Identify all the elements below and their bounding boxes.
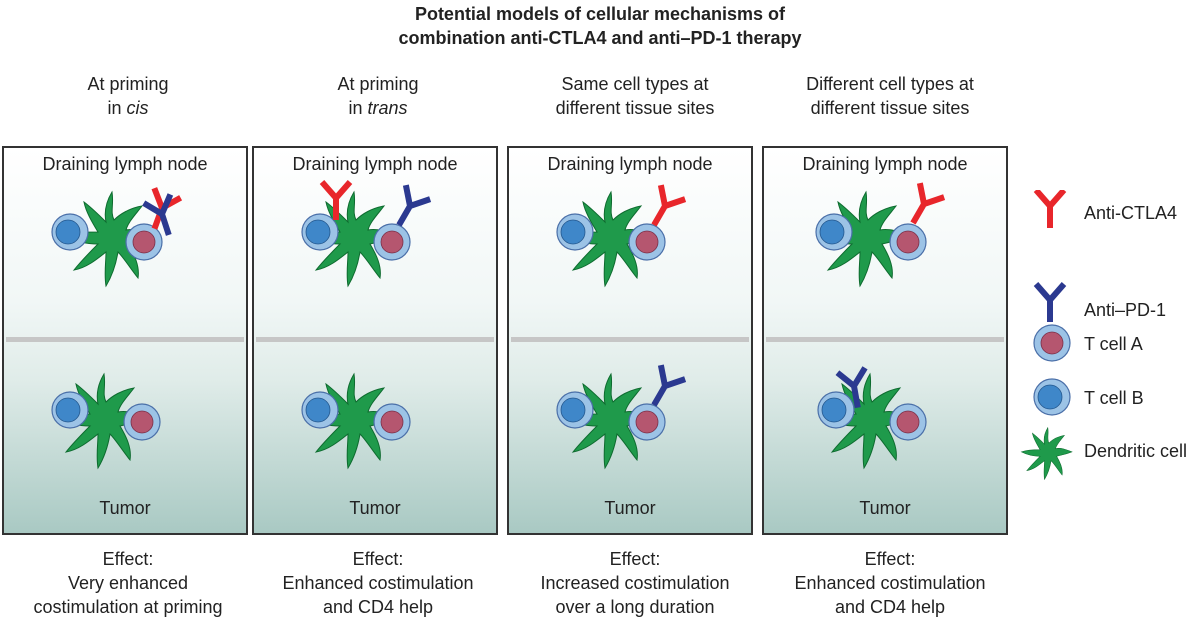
effect-4: Effect: Enhanced costimulation and CD4 h… <box>760 547 1020 619</box>
figure-title-line1: Potential models of cellular mechanisms … <box>414 4 786 24</box>
panel-2-bottom-label: Tumor <box>349 498 401 518</box>
legend-t-cell-a-icon <box>1033 324 1071 362</box>
column-heading-3: Same cell types at different tissue site… <box>505 72 765 120</box>
panel-at-priming-trans: Draining lymph node Tumor <box>252 146 498 535</box>
t-cell-a-icon <box>123 403 161 441</box>
t-cell-a-icon <box>373 223 411 261</box>
panel-1-bottom-label: Tumor <box>99 498 151 518</box>
panel-4-bottom-cells <box>817 368 927 469</box>
effect-3: Effect: Increased costimulation over a l… <box>505 547 765 619</box>
legend-t-cell-b-icon <box>1033 378 1071 416</box>
effect-1-line2: Very enhanced <box>67 573 189 593</box>
panel-3-scene <box>556 148 751 469</box>
column-heading-4-line1: Different cell types at <box>806 74 974 94</box>
panel-2-bottom-cells <box>301 373 411 469</box>
panel-at-priming-cis: Draining lymph node Tumor <box>2 146 248 535</box>
panel-2-scene <box>301 148 496 469</box>
panel-1-top-label: Draining lymph node <box>42 154 208 174</box>
t-cell-b-icon <box>817 391 855 429</box>
figure-title: Potential models of cellular mechanisms … <box>0 2 1200 50</box>
panel-2-top-cells <box>301 182 430 287</box>
anti-ctla4-antibody-icon <box>901 183 944 230</box>
t-cell-b-icon <box>556 391 594 429</box>
effect-4-line1: Effect: <box>864 549 916 569</box>
panel-3-divider <box>511 337 749 342</box>
legend-dendritic-cell-icon <box>1021 427 1073 480</box>
effect-2-line1: Effect: <box>352 549 404 569</box>
panel-1-divider <box>6 337 244 342</box>
panel-3-bottom-cells <box>556 365 685 469</box>
effect-3-line1: Effect: <box>609 549 661 569</box>
column-heading-1-line2: in cis <box>0 96 258 120</box>
t-cell-a-icon <box>889 403 927 441</box>
column-heading-2-italic: trans <box>367 98 408 118</box>
t-cell-b-icon <box>51 391 89 429</box>
column-heading-1-italic: cis <box>126 98 149 118</box>
legend-label-dendritic-cell: Dendritic cell <box>1084 441 1188 461</box>
panel-3-bottom-label: Tumor <box>604 498 656 518</box>
column-heading-3-line1: Same cell types at <box>561 74 709 94</box>
column-heading-4: Different cell types at different tissue… <box>760 72 1020 120</box>
t-cell-b-icon <box>815 213 853 251</box>
t-cell-b-icon <box>51 213 89 251</box>
effect-1-line1: Effect: <box>102 549 154 569</box>
effect-3-line2: Increased costimulation <box>540 573 730 593</box>
column-heading-2: At priming in trans <box>248 72 508 120</box>
effect-2: Effect: Enhanced costimulation and CD4 h… <box>248 547 508 619</box>
column-heading-2-prefix: in <box>348 98 368 118</box>
legend-label-anti-pd1: Anti–PD-1 <box>1084 300 1167 320</box>
panel-3-top-cells <box>556 185 685 287</box>
effect-1-line3: costimulation at priming <box>33 597 223 617</box>
panel-different-cell-types: Draining lymph node Tumor <box>762 146 1008 535</box>
panel-2-top-label: Draining lymph node <box>292 154 458 174</box>
t-cell-a-icon <box>628 223 666 261</box>
panel-4-top-label: Draining lymph node <box>802 154 968 174</box>
legend-anti-pd1-icon <box>1036 284 1064 322</box>
effect-1: Effect: Very enhanced costimulation at p… <box>0 547 258 619</box>
t-cell-b-icon <box>301 213 339 251</box>
panel-1-top-cells <box>51 188 182 287</box>
panel-4-bottom-label: Tumor <box>859 498 911 518</box>
t-cell-a-icon <box>628 403 666 441</box>
effect-3-line3: over a long duration <box>555 597 715 617</box>
panel-1-scene <box>51 148 246 469</box>
column-heading-1: At priming in cis <box>0 72 258 120</box>
panel-4-divider <box>766 337 1004 342</box>
legend-icons <box>1021 190 1073 480</box>
column-heading-2-line1: At priming <box>337 74 419 94</box>
legend-label-anti-ctla4: Anti-CTLA4 <box>1084 203 1178 223</box>
panel-2-divider <box>256 337 494 342</box>
column-heading-3-line2: different tissue sites <box>555 98 715 118</box>
legend-anti-ctla4-icon <box>1036 190 1064 228</box>
legend-label-t-cell-b: T cell B <box>1084 388 1144 408</box>
t-cell-a-icon <box>889 223 927 261</box>
effect-2-line2: Enhanced costimulation <box>282 573 474 593</box>
effect-4-line3: and CD4 help <box>834 597 946 617</box>
panel-4-top-cells <box>815 183 944 287</box>
t-cell-b-icon <box>301 391 339 429</box>
panel-4-scene <box>815 148 1006 469</box>
effect-2-line3: and CD4 help <box>322 597 434 617</box>
column-heading-2-line2: in trans <box>248 96 508 120</box>
panel-1-bottom-cells <box>51 373 161 469</box>
panel-3-top-label: Draining lymph node <box>547 154 713 174</box>
t-cell-b-icon <box>556 213 594 251</box>
anti-ctla4-antibody-icon <box>322 182 350 220</box>
column-heading-1-line1: At priming <box>87 74 169 94</box>
panel-same-cell-types: Draining lymph node Tumor <box>507 146 753 535</box>
figure-title-line2: combination anti-CTLA4 and anti–PD-1 the… <box>398 28 802 48</box>
legend-label-t-cell-a: T cell A <box>1084 334 1143 354</box>
column-heading-1-prefix: in <box>107 98 127 118</box>
t-cell-a-icon <box>373 403 411 441</box>
column-heading-4-line2: different tissue sites <box>810 98 970 118</box>
effect-4-line2: Enhanced costimulation <box>794 573 986 593</box>
